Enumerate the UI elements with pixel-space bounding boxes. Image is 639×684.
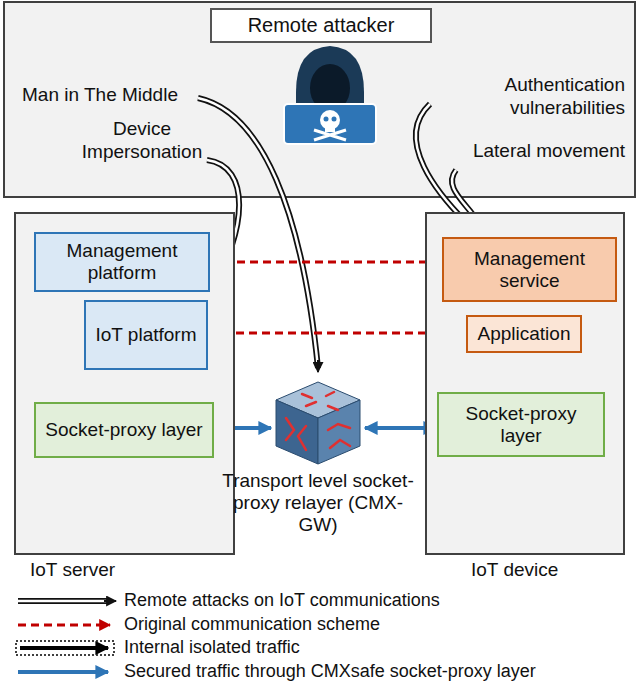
box-label: Management platform [42, 240, 202, 284]
box-label: Socket-proxy layer [45, 419, 202, 441]
legend-samples [16, 601, 116, 672]
box-caption: IoT server [30, 559, 115, 581]
box-label: Socket-proxy layer [445, 403, 597, 447]
box-label: Management service [450, 248, 609, 292]
proxy-layer-box: Socket-proxy layer [34, 402, 214, 458]
box-label: Remote attacker [248, 14, 395, 37]
threat-panel [4, 2, 635, 197]
original-flow-arrow [211, 261, 441, 264]
attack-label: Device Impersonation [72, 118, 212, 164]
attack-label: Authentication vulnerabilities [410, 74, 625, 120]
legend-text: Original communication scheme [124, 614, 380, 635]
legend-text: Secured traffic through CMXsafe socket-p… [124, 661, 536, 682]
service-box: Management service [442, 237, 617, 302]
attacker-icon [284, 46, 376, 144]
box-label: IoT platform [95, 324, 196, 346]
legend-text: Remote attacks on IoT communications [124, 590, 440, 611]
box-caption: IoT device [471, 559, 558, 581]
box-label: Application [478, 323, 571, 345]
application-box: Application [466, 315, 582, 353]
cube-icon [272, 378, 364, 468]
server-box: IoT serverManagement platformIoT platfor… [14, 212, 235, 555]
platform-box: Management platform [34, 232, 210, 292]
attacker-box: Remote attacker [210, 8, 432, 43]
legend-text: Internal isolated traffic [124, 637, 300, 658]
proxy-layer-box: Socket-proxy layer [437, 392, 605, 457]
gateway-cube: Transport level socket-proxy relayer (CM… [272, 378, 364, 468]
gateway-caption: Transport level socket-proxy relayer (CM… [218, 470, 418, 536]
device-box: IoT deviceManagement serviceApplicationS… [425, 212, 625, 555]
platform-box: IoT platform [84, 300, 208, 370]
attack-label: Man in The Middle [22, 84, 212, 107]
attack-label: Lateral movement [410, 140, 625, 163]
